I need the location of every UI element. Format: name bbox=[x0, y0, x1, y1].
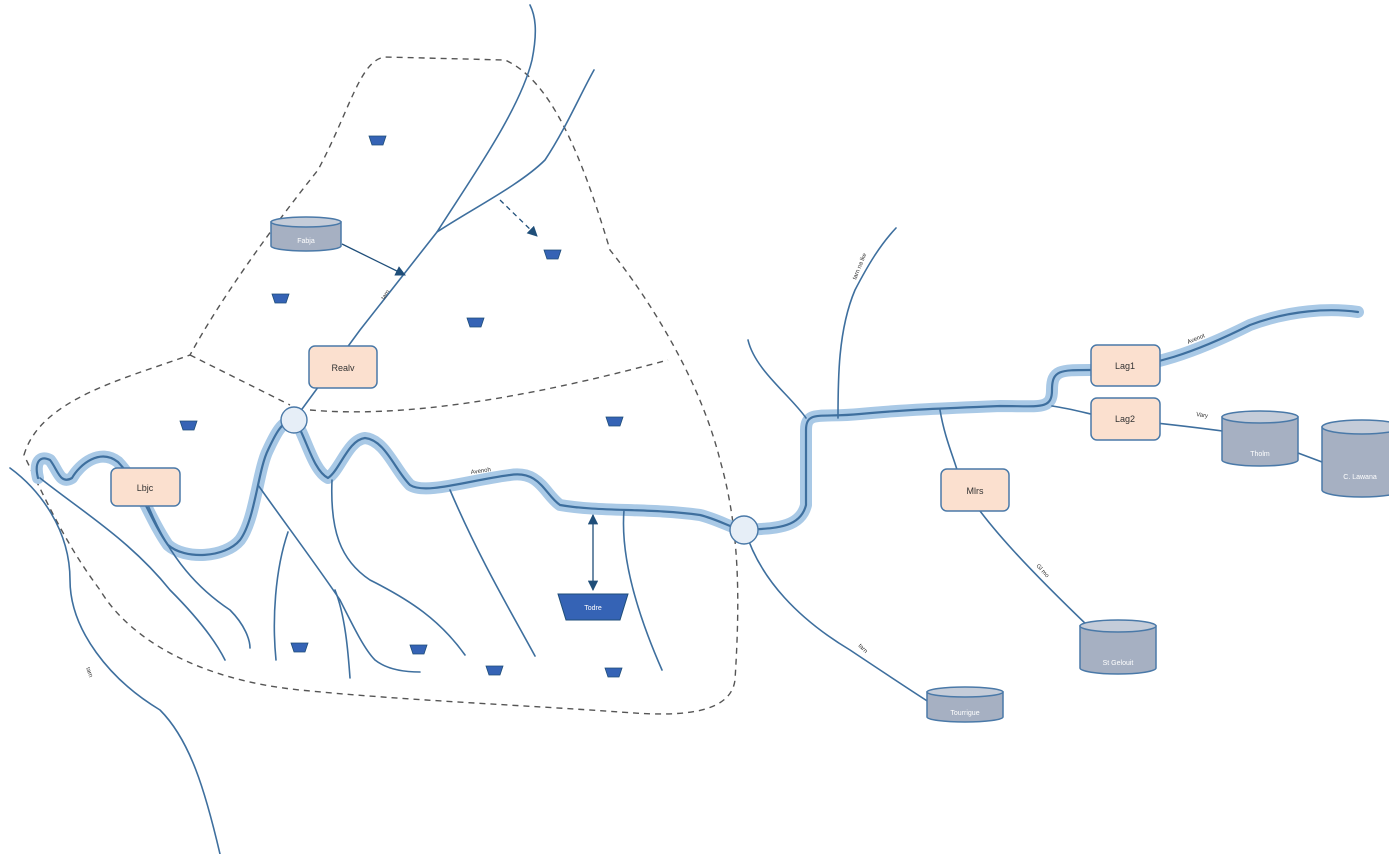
small-reservoir-icon[interactable] bbox=[271, 293, 290, 304]
small-reservoir-icon[interactable] bbox=[409, 644, 428, 655]
tank-tholm[interactable]: Tholm bbox=[1221, 410, 1299, 467]
river-label-main-upper: Avenoh bbox=[470, 467, 491, 476]
flow-arrows bbox=[341, 199, 599, 592]
river-label-south-trib: tarn bbox=[857, 643, 869, 655]
node-lag2[interactable]: Lag2 bbox=[1090, 397, 1161, 441]
mid-trib-5 bbox=[449, 489, 536, 657]
reservoir-todre[interactable]: Todre bbox=[557, 593, 629, 621]
sub-catchment-divide-2 bbox=[309, 359, 669, 413]
reservoir-todre-label: Todre bbox=[584, 605, 602, 612]
mid-trib-3 bbox=[330, 479, 466, 656]
river-label-vertical-trib: tarn na lke bbox=[852, 252, 868, 281]
left-trib-2 bbox=[147, 504, 251, 649]
node-lbjc-label: Lbjc bbox=[137, 483, 154, 493]
small-reservoir-icon[interactable] bbox=[179, 420, 198, 431]
tributaries bbox=[9, 4, 1323, 854]
junction-lower[interactable] bbox=[729, 515, 759, 545]
small-reservoir-icon[interactable] bbox=[368, 135, 387, 146]
left-trib-1 bbox=[39, 477, 226, 661]
upper-trunk-river bbox=[293, 4, 537, 421]
tank-c-lawana[interactable]: C. Lawana bbox=[1321, 419, 1389, 498]
small-reservoir-icon[interactable] bbox=[466, 317, 485, 328]
left-of-vertical-trib bbox=[747, 339, 807, 419]
tank-fabja[interactable]: Fabja bbox=[270, 216, 342, 252]
river-label-left-bottom: tarn bbox=[84, 667, 93, 679]
outer-catchment-boundary bbox=[23, 56, 739, 715]
node-lag1[interactable]: Lag1 bbox=[1090, 344, 1161, 387]
tank-st-gelouit-label: St Gelouit bbox=[1103, 660, 1134, 667]
mid-trib-4 bbox=[334, 589, 351, 679]
node-lbjc[interactable]: Lbjc bbox=[110, 467, 181, 507]
small-reservoir-icon[interactable] bbox=[485, 665, 504, 676]
mid-trib-1 bbox=[257, 484, 421, 673]
small-reservoir-icon[interactable] bbox=[605, 416, 624, 427]
node-realv-label: Realv bbox=[331, 363, 355, 373]
catchment-boundaries bbox=[23, 56, 739, 715]
river-label-upper-branch: tarn bbox=[381, 289, 392, 301]
node-lag1-label: Lag1 bbox=[1115, 361, 1135, 371]
small-reservoirs bbox=[179, 135, 624, 678]
upper-right-branch bbox=[436, 69, 595, 233]
junction-upper[interactable] bbox=[280, 406, 308, 434]
river-label-mlrs-branch: Gl mo bbox=[1035, 563, 1051, 579]
node-lag2-label: Lag2 bbox=[1115, 414, 1135, 424]
mid-trib-6 bbox=[622, 509, 663, 671]
tank-st-gelouit[interactable]: St Gelouit bbox=[1079, 619, 1157, 675]
small-reservoir-icon[interactable] bbox=[543, 249, 562, 260]
tank-tourrigue[interactable]: Tourrigue bbox=[926, 686, 1004, 723]
small-reservoir-icon[interactable] bbox=[290, 642, 309, 653]
junctions bbox=[280, 406, 759, 545]
left-bottom-river bbox=[9, 467, 221, 854]
mlrs-branch bbox=[939, 409, 1091, 629]
tholm-to-lawana bbox=[1297, 452, 1323, 463]
fabja-to-river-arrow bbox=[341, 243, 406, 276]
tank-c-lawana-label: C. Lawana bbox=[1343, 474, 1377, 481]
dashed-branch-arrow bbox=[499, 199, 538, 237]
node-realv[interactable]: Realv bbox=[308, 345, 378, 389]
river-label-lag2-branch: Vary bbox=[1196, 412, 1209, 420]
tank-fabja-label: Fabja bbox=[297, 238, 315, 245]
vertical-trib bbox=[837, 227, 897, 419]
mid-trib-2 bbox=[273, 531, 289, 661]
river-labels: Avenoh tarn tarn na lke tarn Avenot Vary… bbox=[84, 252, 1208, 678]
reservoir-todre-shape bbox=[557, 593, 629, 621]
node-mlrs[interactable]: Mlrs bbox=[940, 468, 1010, 512]
control-nodes: Realv Lbjc Mlrs Lag1 Lag2 bbox=[110, 344, 1161, 512]
sub-catchment-divide-1 bbox=[189, 354, 291, 406]
south-trib bbox=[744, 529, 933, 705]
small-reservoir-icon[interactable] bbox=[604, 667, 623, 678]
node-mlrs-label: Mlrs bbox=[967, 486, 984, 496]
tank-tourrigue-label: Tourrigue bbox=[950, 710, 979, 717]
storage-tanks: Fabja Tholm C. Lawana St Gelouit Tourrig… bbox=[270, 216, 1389, 723]
tank-tholm-label: Tholm bbox=[1250, 451, 1270, 458]
